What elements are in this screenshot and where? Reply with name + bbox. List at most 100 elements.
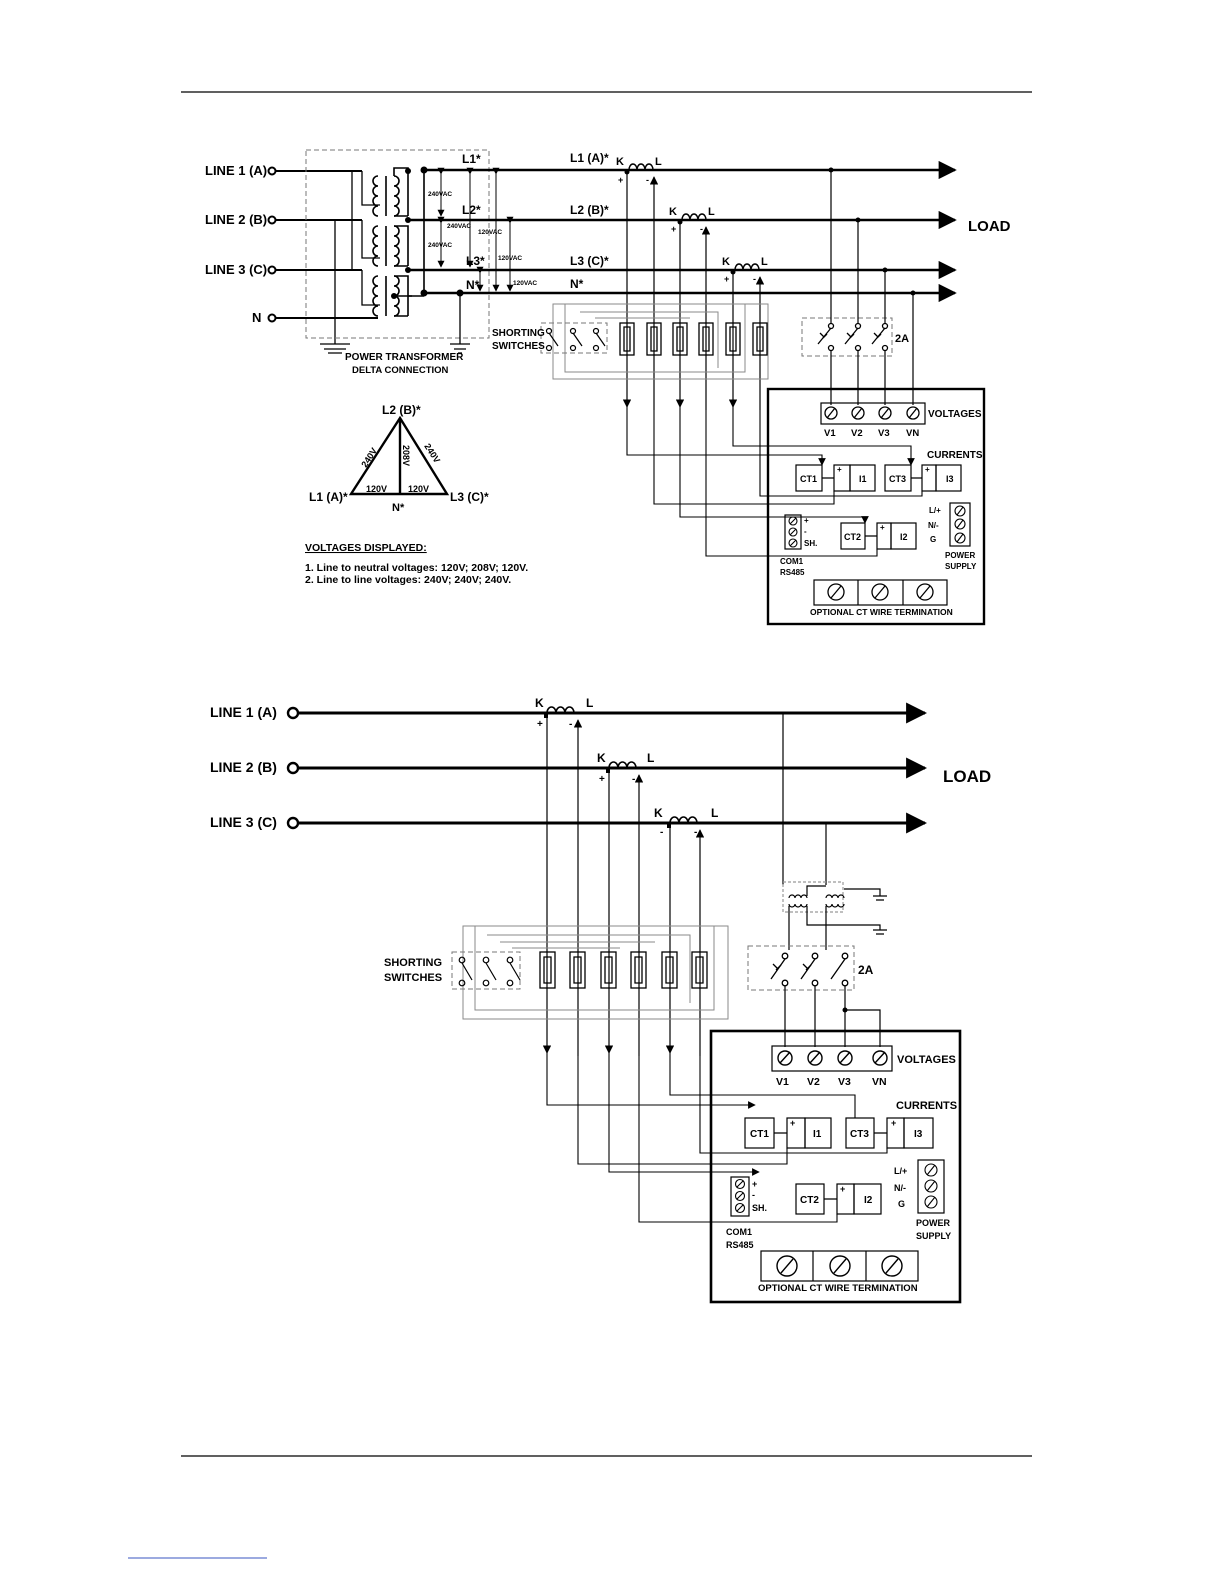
ct2-l: L	[708, 206, 715, 218]
shorting-label-2: SWITCHES	[492, 341, 545, 352]
svg-text:G: G	[898, 1199, 905, 1209]
svg-text:L: L	[711, 806, 718, 820]
svg-text:240V: 240V	[422, 442, 442, 465]
svg-text:K: K	[654, 806, 663, 820]
supply-label-1: SUPPLY	[945, 562, 977, 571]
ct3-box-2: CT3	[850, 1129, 869, 1140]
ct1-l: L	[655, 156, 662, 168]
cond-label-n: N*	[570, 277, 584, 291]
power-label-1: POWER	[945, 551, 975, 560]
vn-label-2: VN	[872, 1076, 887, 1088]
rs485-label-2: RS485	[726, 1240, 754, 1250]
i3-box-2: I3	[914, 1129, 923, 1140]
line3-label: LINE 3 (C)	[205, 262, 267, 277]
svg-text:L: L	[586, 696, 593, 710]
ct3-box-1: CT3	[889, 474, 906, 484]
rs485-label-1: RS485	[780, 568, 805, 577]
sec-v-1: 240VAC	[428, 191, 452, 198]
svg-text:+: +	[618, 175, 623, 185]
svg-text:120V: 120V	[408, 484, 429, 494]
svg-text:+: +	[752, 1179, 757, 1189]
sec-label-l2: L2*	[462, 203, 481, 217]
potential-transformers	[782, 713, 887, 950]
svg-text:L/+: L/+	[929, 506, 941, 515]
ct2-box-1: CT2	[844, 532, 861, 542]
i1-box-1: I1	[859, 474, 867, 484]
svg-text:-: -	[753, 274, 756, 284]
sec-v-6: 120VAC	[513, 280, 537, 287]
d2-shorting-label-1: SHORTING	[384, 957, 442, 969]
voltages-label-1: VOLTAGES	[928, 409, 982, 420]
d2-terminal-1	[286, 706, 300, 720]
svg-text:-: -	[694, 827, 697, 838]
cond-label-l2: L2 (B)*	[570, 203, 609, 217]
terminal-line1	[267, 166, 277, 176]
optional-ct-label-2: OPTIONAL CT WIRE TERMINATION	[758, 1283, 918, 1294]
terminal-blocks-1	[619, 322, 768, 356]
svg-text:+: +	[837, 465, 842, 474]
svg-text:-: -	[646, 175, 649, 185]
power-transformer-box	[305, 149, 490, 339]
voltages-displayed-1: 1. Line to neutral voltages: 120V; 208V;…	[305, 562, 528, 574]
svg-text:L: L	[647, 751, 654, 765]
svg-text:K: K	[535, 696, 544, 710]
neutral-label: N	[252, 310, 261, 325]
svg-text:L3 (C)*: L3 (C)*	[450, 490, 489, 504]
d2-shorting-label-2: SWITCHES	[384, 972, 442, 984]
svg-text:+: +	[599, 774, 605, 785]
v2-label-1: V2	[851, 428, 863, 439]
fuse-box-2	[747, 945, 855, 991]
meter-box-2	[709, 1029, 962, 1304]
terminal-blocks-2	[539, 951, 708, 989]
terminal-line3	[267, 265, 277, 275]
svg-text:-: -	[632, 774, 635, 785]
ct1-box-1: CT1	[800, 474, 817, 484]
sec-label-l3: L3*	[466, 254, 485, 268]
svg-text:-: -	[569, 719, 572, 730]
currents-label-2: CURRENTS	[896, 1100, 957, 1112]
svg-text:L1 (A)*: L1 (A)*	[309, 490, 348, 504]
svg-text:-: -	[804, 527, 807, 536]
svg-text:N*: N*	[392, 502, 405, 514]
svg-text:+: +	[671, 224, 676, 234]
i2-box-2: I2	[864, 1195, 873, 1206]
sec-label-n: N*	[466, 278, 480, 292]
svg-text:-: -	[752, 1190, 755, 1200]
svg-text:120V: 120V	[366, 484, 387, 494]
voltages-displayed-2: 2. Line to line voltages: 240V; 240V; 24…	[305, 574, 511, 586]
ct2-box-2: CT2	[800, 1195, 819, 1206]
fuse-box-1	[801, 317, 893, 357]
d2-line2-label: LINE 2 (B)	[210, 759, 277, 775]
supply-label-2: SUPPLY	[916, 1231, 951, 1241]
svg-text:+: +	[790, 1118, 795, 1128]
svg-text:SH.: SH.	[752, 1203, 767, 1213]
svg-text:N/-: N/-	[928, 521, 939, 530]
svg-text:SH.: SH.	[804, 539, 817, 548]
ct2-k: K	[669, 206, 677, 218]
terminal-neutral	[267, 313, 277, 323]
fuse-label-2: 2A	[858, 963, 874, 977]
transformer-coils	[372, 175, 400, 317]
line1-label: LINE 1 (A)	[205, 163, 267, 178]
d2-line1-label: LINE 1 (A)	[210, 704, 277, 720]
d2-terminal-2	[286, 761, 300, 775]
sec-v-4: 120VAC	[478, 229, 502, 236]
d2-line3-label: LINE 3 (C)	[210, 814, 277, 830]
svg-text:+: +	[840, 1184, 845, 1194]
v3-label-2: V3	[838, 1076, 851, 1088]
cond-label-l1: L1 (A)*	[570, 151, 609, 165]
svg-text:-: -	[700, 224, 703, 234]
power-label-2: POWER	[916, 1218, 951, 1228]
ct-coils	[628, 163, 760, 271]
load-label-2: LOAD	[943, 767, 991, 786]
ct3-k: K	[722, 256, 730, 268]
line2-label: LINE 2 (B)	[205, 212, 267, 227]
shorting-label-1: SHORTING	[492, 328, 545, 339]
cond-label-l3: L3 (C)*	[570, 254, 609, 268]
svg-text:+: +	[537, 719, 543, 730]
transformer-caption-1: POWER TRANSFORMER	[345, 352, 464, 363]
sec-v-3: 240VAC	[428, 242, 452, 249]
svg-text:L/+: L/+	[894, 1166, 907, 1176]
ct1-k: K	[616, 156, 624, 168]
svg-text:208V: 208V	[401, 445, 411, 466]
